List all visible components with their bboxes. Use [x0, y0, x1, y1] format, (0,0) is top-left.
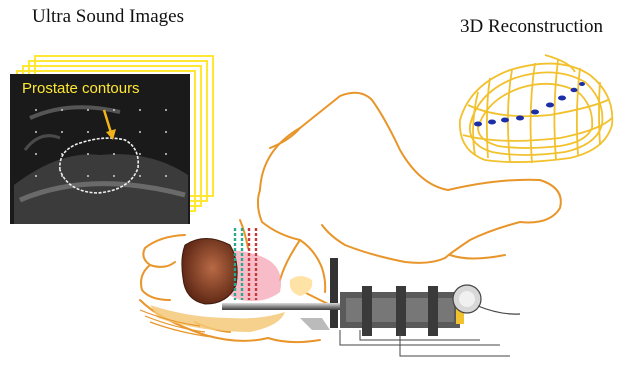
prostate	[182, 239, 237, 305]
prostate-contours-label: Prostate contours	[22, 80, 140, 97]
implanted-seeds	[474, 82, 585, 127]
prostate-3d-mesh	[460, 55, 612, 163]
reconstruction-3d-title: 3D Reconstruction	[460, 16, 603, 38]
ultrasound-images-title: Ultra Sound Images	[32, 6, 184, 28]
